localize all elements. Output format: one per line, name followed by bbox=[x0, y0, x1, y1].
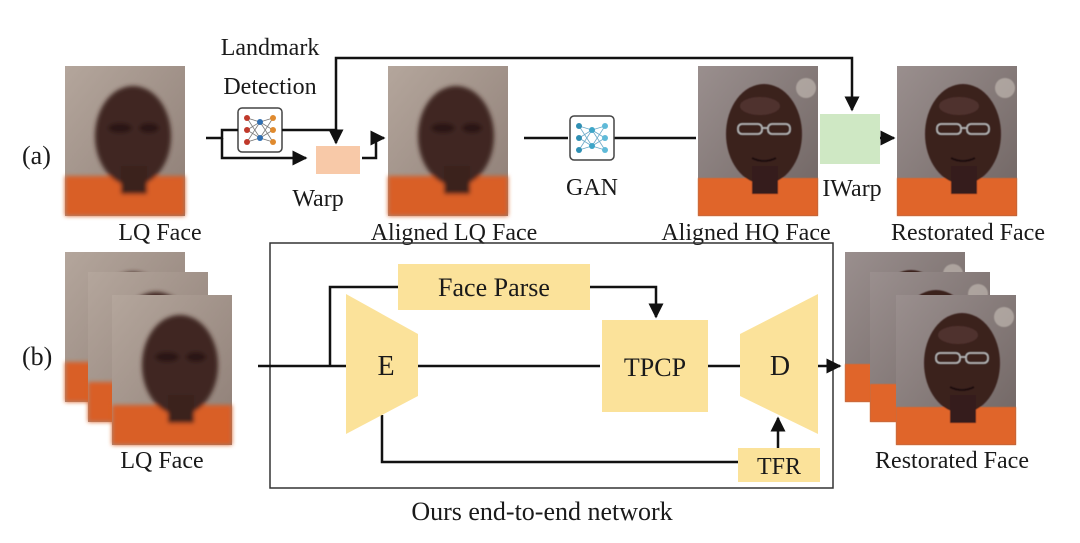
warp-box bbox=[316, 146, 360, 174]
landmark-label-line1: Landmark bbox=[221, 35, 320, 61]
lq-face-caption-b: LQ Face bbox=[120, 448, 203, 474]
encoder-label: E bbox=[377, 351, 394, 382]
decoder-trapezoid bbox=[740, 294, 818, 434]
face-parse-label: Face Parse bbox=[438, 273, 550, 302]
restored-caption-a: Restorated Face bbox=[891, 220, 1045, 246]
tpcp-label: TPCP bbox=[624, 353, 686, 382]
tpcp-box bbox=[602, 320, 708, 412]
restored-face-image bbox=[897, 66, 1017, 216]
lq-face-caption: LQ Face bbox=[118, 220, 201, 246]
restored-caption-b: Restorated Face bbox=[875, 448, 1029, 474]
tfr-box bbox=[738, 448, 820, 482]
lq-face-image bbox=[65, 66, 185, 216]
restored-face-stack bbox=[845, 252, 1016, 445]
warp-label: Warp bbox=[292, 186, 343, 212]
aligned-hq-face-image bbox=[698, 66, 818, 216]
decoder-label: D bbox=[770, 351, 790, 382]
row-a-label: (a) bbox=[22, 141, 51, 170]
aligned-lq-face-image bbox=[388, 66, 508, 216]
aligned-lq-caption: Aligned LQ Face bbox=[371, 220, 538, 246]
landmark-label-line2: Detection bbox=[223, 74, 316, 100]
network-caption: Ours end-to-end network bbox=[411, 497, 672, 526]
row-b-connectors bbox=[258, 285, 842, 464]
iwarp-label: IWarp bbox=[822, 176, 881, 202]
gan-label: GAN bbox=[566, 175, 618, 201]
iwarp-box bbox=[820, 114, 880, 164]
landmark-network-icon bbox=[237, 107, 283, 153]
gan-network-icon bbox=[569, 115, 615, 161]
tfr-label: TFR bbox=[757, 454, 801, 480]
lq-face-stack bbox=[65, 252, 232, 445]
aligned-hq-caption: Aligned HQ Face bbox=[661, 220, 830, 246]
face-parse-box bbox=[398, 264, 590, 310]
row-b-label: (b) bbox=[22, 342, 52, 371]
encoder-trapezoid bbox=[346, 294, 418, 434]
row-a-connectors bbox=[206, 56, 896, 166]
